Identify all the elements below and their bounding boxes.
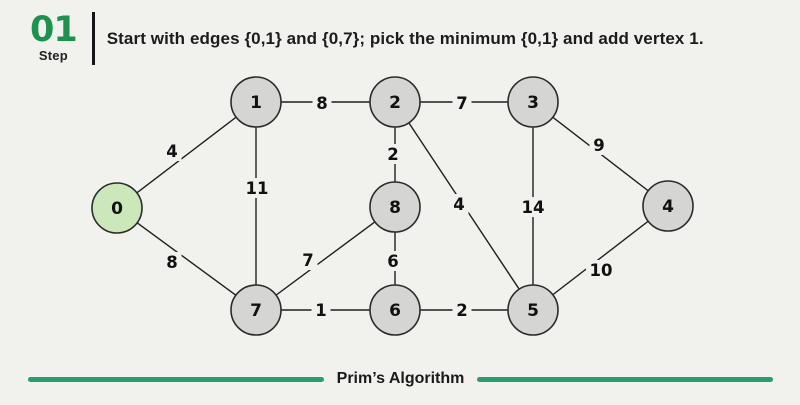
edge-weight-bg-3-4: [589, 135, 609, 155]
node-label-0: 0: [111, 199, 123, 219]
footer-caption: Prim’s Algorithm: [336, 370, 465, 387]
edge-weight-2-3: 7: [456, 94, 467, 113]
node-6: [369, 284, 421, 336]
node-4: [642, 180, 694, 232]
header-divider: [91, 12, 95, 65]
footer-line-left: [28, 377, 324, 382]
node-label-7: 7: [250, 301, 262, 321]
edge-weight-bg-1-2: [312, 93, 332, 113]
edge-weight-3-5: 14: [522, 198, 545, 217]
edge-weight-bg-7-8: [298, 250, 318, 270]
edge-weight-1-7: 11: [246, 179, 269, 198]
edge-weight-bg-2-3: [452, 93, 472, 113]
edge-weight-2-5: 4: [453, 195, 464, 214]
edge-weight-bg-3-5: [518, 197, 548, 217]
footer-line-right: [477, 377, 773, 382]
edge-weight-bg-0-7: [162, 252, 182, 272]
node-label-5: 5: [527, 301, 539, 321]
node-label-4: 4: [662, 197, 674, 217]
edge-weight-8-6: 6: [387, 252, 398, 271]
edge-weight-bg-2-8: [383, 144, 403, 164]
node-2: [369, 76, 421, 128]
edge-weight-3-4: 9: [593, 136, 604, 155]
edge-0-1: [116, 101, 257, 209]
edge-4-5: [532, 205, 669, 311]
edge-0-7: [116, 207, 257, 311]
edge-weight-bg-1-7: [242, 178, 272, 198]
edge-weight-0-1: 4: [166, 142, 177, 161]
edge-weight-bg-6-5: [452, 300, 472, 320]
edge-weight-2-8: 2: [387, 145, 398, 164]
node-1: [230, 76, 282, 128]
edge-weight-bg-2-5: [449, 194, 469, 214]
node-label-6: 6: [389, 301, 401, 321]
step-number: 01: [30, 9, 78, 50]
edge-weight-7-6: 1: [315, 301, 326, 320]
node-label-8: 8: [389, 198, 401, 218]
node-label-1: 1: [250, 93, 262, 113]
step-block: 01 Step: [30, 9, 78, 64]
node-8: [369, 181, 421, 233]
edge-weight-4-5: 10: [590, 261, 613, 280]
edge-weight-bg-4-5: [586, 260, 616, 280]
step-label: Step: [38, 48, 68, 64]
edge-weight-7-8: 7: [302, 251, 313, 270]
edge-weight-bg-0-1: [162, 141, 182, 161]
node-5: [507, 284, 559, 336]
node-label-3: 3: [527, 93, 539, 113]
step-title: Start with edges {0,1} and {0,7}; pick t…: [106, 28, 704, 48]
header: 01 Step Start with edges {0,1} and {0,7}…: [30, 12, 792, 65]
edge-7-8: [255, 206, 396, 311]
node-label-2: 2: [389, 93, 401, 113]
edge-weight-bg-7-6: [311, 300, 331, 320]
node-7: [230, 284, 282, 336]
node-3: [507, 76, 559, 128]
edge-weight-bg-8-6: [383, 251, 403, 271]
node-0: [91, 182, 143, 234]
edge-weight-1-2: 8: [316, 94, 327, 113]
edge-weight-6-5: 2: [456, 301, 467, 320]
footer: Prim’s Algorithm: [28, 370, 773, 389]
edge-weight-0-7: 8: [166, 253, 177, 272]
